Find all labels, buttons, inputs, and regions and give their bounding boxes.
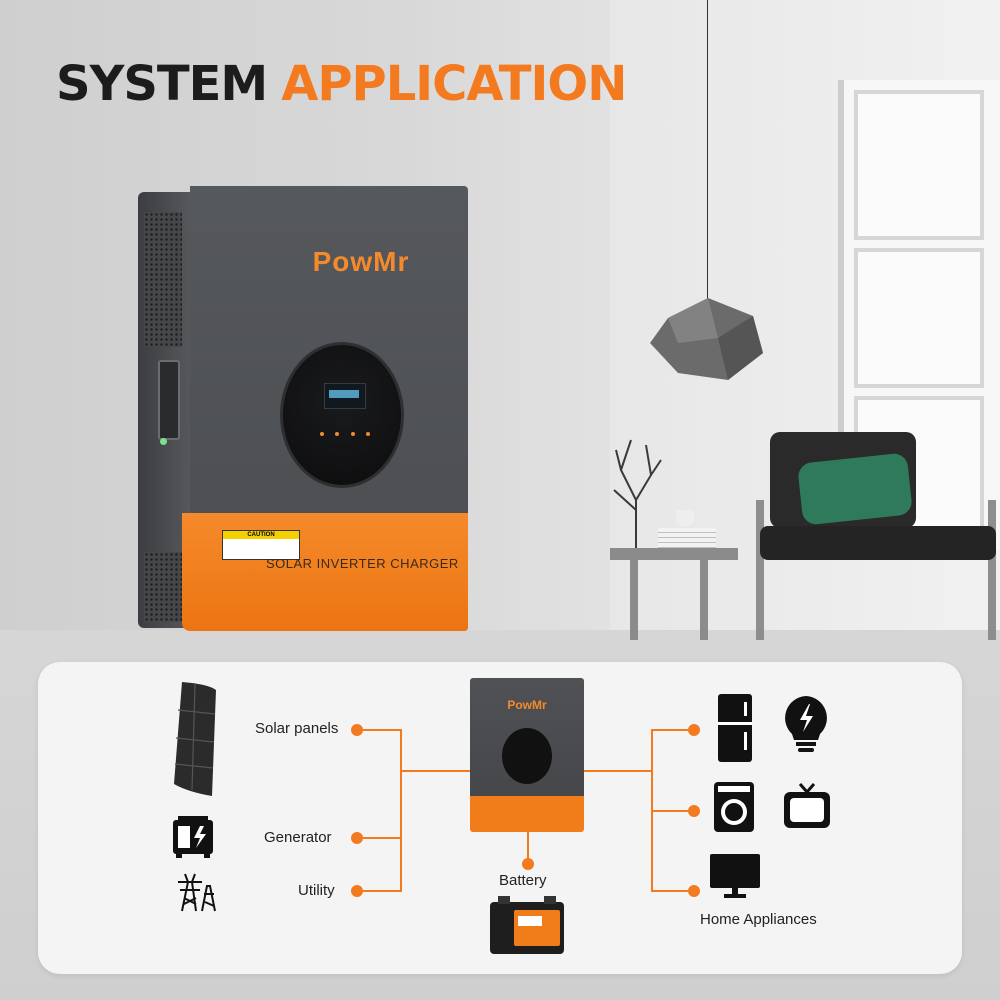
pendant-lamp (650, 298, 763, 380)
monitor-icon (710, 854, 760, 898)
connector-line (651, 890, 693, 892)
input-label-utility: Utility (298, 882, 335, 899)
cup (676, 510, 694, 526)
diagram-control-panel (502, 728, 552, 784)
battery-icon (490, 896, 564, 954)
solar-panel-icon (174, 682, 216, 796)
lcd-display (324, 383, 366, 409)
brand-logo: PowMr (312, 246, 410, 277)
inverter-product: PowMr CAUTION SOLAR INVERTER CHARGER (138, 186, 468, 631)
vent-grill (144, 552, 182, 622)
connector-line (400, 729, 402, 892)
headline-word-application: APPLICATION (281, 56, 627, 112)
input-label-solar: Solar panels (255, 720, 339, 737)
inverter-handle (158, 360, 180, 440)
green-pillow (797, 452, 913, 526)
generator-icon (173, 816, 213, 858)
lamp-cord (707, 0, 708, 300)
connector-line (400, 770, 470, 772)
battery-label: Battery (499, 872, 547, 889)
diagram-inverter-base (470, 796, 584, 832)
input-label-generator: Generator (264, 829, 332, 846)
chair-frame (988, 500, 996, 640)
headline-word-system: SYSTEM (56, 56, 268, 112)
connector-dot (688, 885, 700, 897)
connector-dot (688, 724, 700, 736)
control-panel (280, 342, 404, 488)
control-buttons (320, 432, 370, 448)
refrigerator-icon (718, 694, 752, 762)
washing-machine-icon (714, 782, 754, 832)
side-table (610, 548, 738, 560)
table-leg (630, 560, 638, 640)
connector-line (651, 729, 693, 731)
books (658, 528, 716, 548)
table-leg (700, 560, 708, 640)
connector-line (651, 810, 693, 812)
diagram-inverter: PowMr (470, 678, 584, 832)
connector-line (357, 837, 401, 839)
decor-branch (613, 439, 662, 548)
connector-line (357, 890, 401, 892)
armchair-seat (760, 526, 996, 560)
connector-dot (522, 858, 534, 870)
caution-sticker: CAUTION (222, 530, 300, 560)
connector-line (584, 770, 652, 772)
vent-grill (144, 212, 182, 347)
home-appliances-label: Home Appliances (700, 911, 817, 928)
connector-line (357, 729, 401, 731)
caution-title: CAUTION (223, 531, 299, 539)
diagram-brand: PowMr (507, 698, 547, 712)
tv-icon (784, 783, 830, 828)
product-label: SOLAR INVERTER CHARGER (266, 556, 459, 571)
light-bulb-icon (785, 696, 827, 752)
connector-line (527, 832, 529, 862)
power-tower-icon (178, 873, 216, 912)
chair-frame (756, 500, 764, 640)
status-led (160, 438, 167, 445)
connector-dot (688, 805, 700, 817)
